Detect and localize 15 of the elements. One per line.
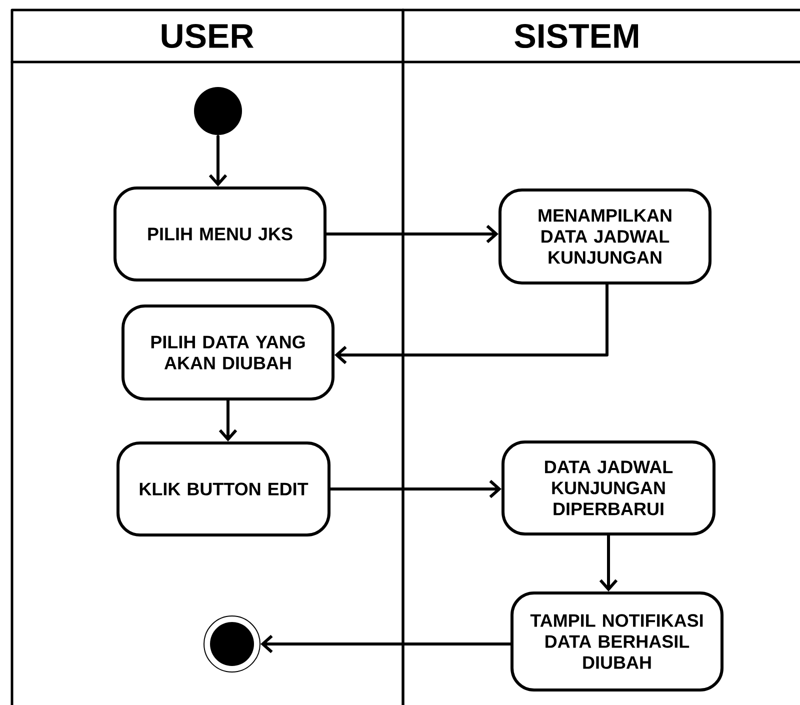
activity-box: PILIH MENU JKS — [114, 186, 326, 282]
activity-box: MENAMPILKAN DATA JADWAL KUNJUNGAN — [498, 188, 712, 284]
arrow — [208, 135, 228, 186]
activity-box: DATA JADWAL KUNJUNGAN DIPERBARUI — [502, 440, 716, 536]
arrow — [329, 480, 502, 498]
arrow — [334, 283, 608, 364]
activity-box: PILIH DATA YANG AKAN DIUBAH — [122, 304, 334, 400]
arrow — [218, 399, 238, 442]
arrow — [599, 534, 618, 592]
end-node — [204, 616, 260, 672]
start-node — [194, 87, 242, 135]
activity-box: KLIK BUTTON EDIT — [116, 442, 330, 536]
arrow — [260, 634, 512, 654]
arrow — [325, 224, 498, 244]
activity-box: TAMPIL NOTIFIKASI DATA BERHASIL DIUBAH — [510, 592, 724, 692]
